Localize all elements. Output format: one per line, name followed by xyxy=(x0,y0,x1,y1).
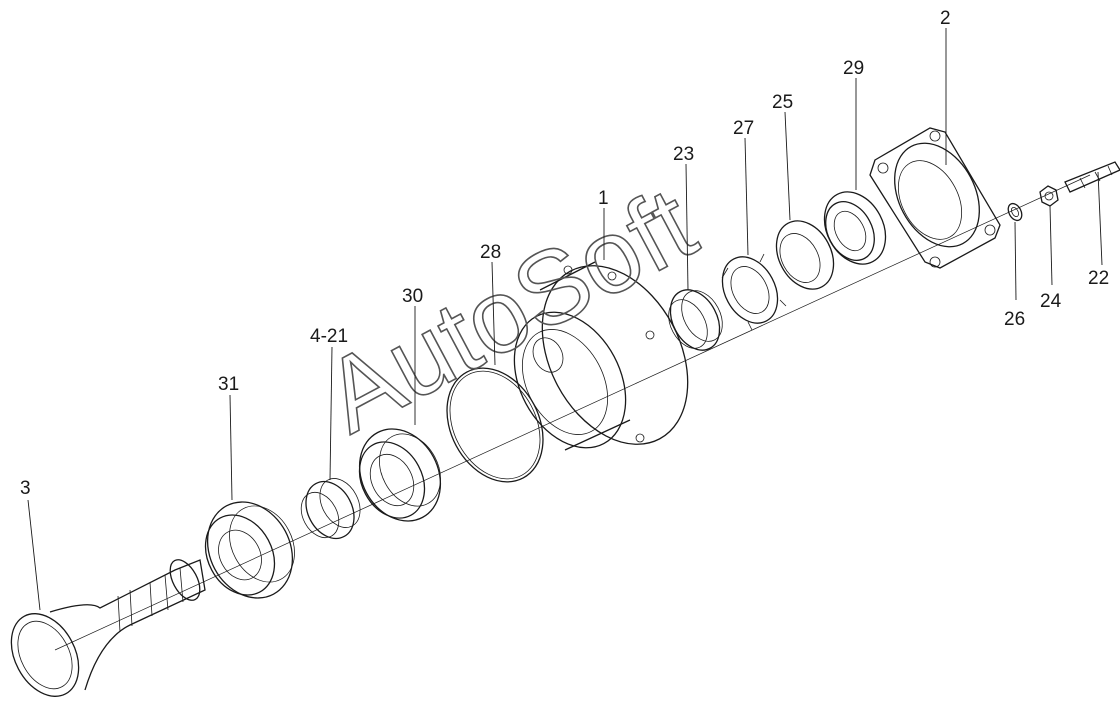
callout-4-21: 4-21 xyxy=(310,326,348,347)
part-29-seal xyxy=(823,191,887,265)
part-27-lock-washer xyxy=(721,253,787,331)
leader-28 xyxy=(491,261,496,366)
callout-2: 2 xyxy=(940,8,951,29)
assembly-axis xyxy=(54,174,1091,651)
callout-27: 27 xyxy=(733,118,754,139)
callout-31: 31 xyxy=(218,374,239,395)
leader-4-21 xyxy=(329,346,333,481)
part-30-bearing xyxy=(358,428,442,522)
callout-30: 30 xyxy=(402,286,423,307)
part-23-ring xyxy=(668,289,723,351)
callout-28: 28 xyxy=(480,242,501,263)
part-25-nut xyxy=(775,220,835,290)
callout-23: 23 xyxy=(673,144,694,165)
callout-26: 26 xyxy=(1004,309,1025,330)
leader-24 xyxy=(1049,205,1053,286)
leader-25 xyxy=(784,111,791,221)
part-3-shaft xyxy=(10,559,206,697)
callout-29: 29 xyxy=(843,58,864,79)
part-2-cover xyxy=(869,127,1001,269)
leader-22 xyxy=(1097,171,1103,266)
leader-3 xyxy=(27,499,41,611)
leader-26 xyxy=(1014,221,1017,301)
callout-1: 1 xyxy=(598,188,609,209)
watermark: AutoSoft xyxy=(306,166,713,456)
part-4-21-spacer xyxy=(300,478,361,540)
callout-24: 24 xyxy=(1040,291,1062,312)
part-22-stud xyxy=(1064,161,1120,193)
leader-31 xyxy=(229,394,233,501)
part-26-washer xyxy=(1007,202,1023,222)
leader-23 xyxy=(685,163,689,291)
callout-22: 22 xyxy=(1088,268,1109,289)
part-31-bearing xyxy=(204,501,295,599)
part-24-nut xyxy=(1039,185,1059,207)
callout-25: 25 xyxy=(772,92,793,113)
leader-27 xyxy=(744,137,749,256)
callout-3: 3 xyxy=(20,478,31,499)
